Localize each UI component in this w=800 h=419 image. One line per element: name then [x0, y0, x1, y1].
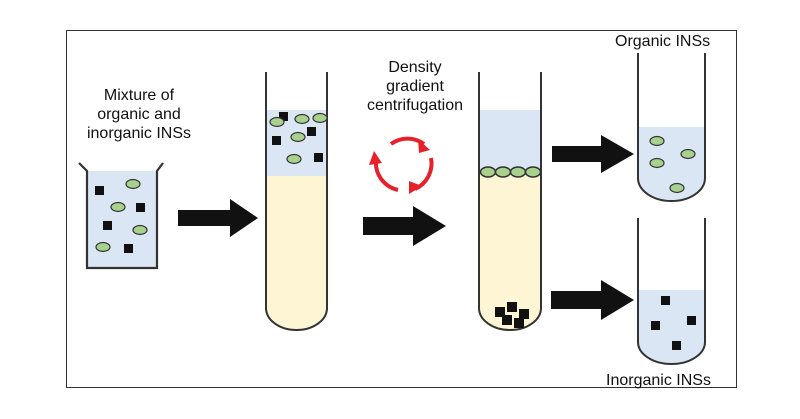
- black-particle: [651, 321, 660, 330]
- black-particle-pellet: [507, 302, 517, 312]
- tube-top-layer: [479, 110, 541, 174]
- green-particle: [680, 148, 696, 160]
- inorganic-output-tube: [637, 218, 706, 365]
- black-particle: [136, 203, 145, 212]
- organic-output-tube: [637, 53, 706, 202]
- green-particle: [110, 201, 126, 213]
- tube-before-centrifugation: [265, 72, 328, 331]
- black-particle: [272, 136, 281, 145]
- black-particle: [95, 186, 104, 195]
- beaker: [78, 162, 164, 270]
- mixture-label-line1: Mixture of: [103, 87, 175, 104]
- black-particle: [661, 296, 670, 305]
- green-particle-band: [524, 166, 542, 178]
- green-particle: [312, 112, 328, 124]
- cycle-arrowhead: [369, 151, 382, 165]
- green-particle: [286, 153, 302, 165]
- tube-liquid: [638, 290, 705, 365]
- black-particle-pellet: [514, 318, 524, 328]
- green-particle-band: [479, 166, 497, 178]
- tube-outline: [265, 72, 328, 331]
- black-particle: [103, 221, 112, 230]
- centrifugation-label: Density gradient centrifugation: [356, 58, 474, 115]
- black-particle: [314, 153, 323, 162]
- green-particle: [649, 157, 665, 169]
- green-particle-band: [509, 166, 527, 178]
- centrifugation-label-line2: gradient: [386, 78, 444, 95]
- cycle-arrowhead: [409, 181, 422, 194]
- mixture-label-line2: organic and: [97, 106, 181, 123]
- green-particle: [132, 224, 148, 236]
- arrow-right: [363, 206, 446, 246]
- arrow-right: [178, 199, 258, 237]
- green-particle: [125, 178, 141, 190]
- cycle-arrowhead: [418, 139, 430, 153]
- black-particle: [124, 244, 133, 253]
- arrow-right-lower: [551, 280, 634, 320]
- centrifugation-label-line1: Density: [388, 59, 442, 76]
- organic-output-label: Organic INSs: [615, 33, 711, 50]
- tube-after-centrifugation: [478, 72, 542, 331]
- tube-outline: [637, 53, 706, 202]
- black-particle: [279, 112, 288, 121]
- black-particle-pellet: [519, 309, 529, 319]
- tube-outline: [637, 218, 706, 365]
- tube-bottom-layer: [479, 174, 541, 330]
- green-particle: [290, 131, 306, 143]
- centrifugation-label-line3: centrifugation: [366, 97, 464, 114]
- beaker-liquid: [86, 171, 158, 269]
- black-particle: [672, 341, 681, 350]
- green-particle: [649, 135, 665, 147]
- diagram-frame: [66, 30, 737, 388]
- black-particle-pellet: [495, 307, 505, 317]
- tube-outline: [478, 72, 542, 331]
- green-particle: [669, 182, 685, 194]
- black-particle: [687, 316, 696, 325]
- black-particle: [307, 127, 316, 136]
- green-particle-band: [494, 166, 512, 178]
- green-particle: [294, 113, 310, 125]
- mixture-label-line3: inorganic INSs: [86, 125, 192, 142]
- inorganic-output-label: Inorganic INSs: [606, 372, 711, 389]
- black-particle-pellet: [502, 315, 512, 325]
- arrow-right-upper: [552, 135, 634, 173]
- green-particle: [95, 241, 111, 253]
- mixture-label: Mixture of organic and inorganic INSs: [84, 86, 194, 143]
- beaker-outline: [78, 162, 164, 270]
- green-particle: [269, 116, 285, 128]
